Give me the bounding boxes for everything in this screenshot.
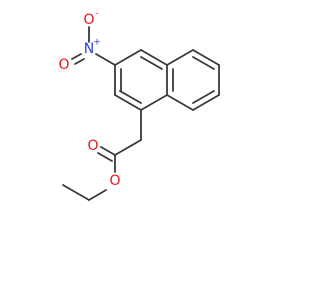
bond-c3-c4 bbox=[114, 49, 142, 66]
bond-c5-c6 bbox=[192, 49, 220, 66]
nitro-oxygen-top-label: O bbox=[83, 12, 94, 28]
bond-c5-c6-double bbox=[192, 56, 215, 70]
bond-c1-c2 bbox=[114, 94, 142, 111]
bond-carbonyl-o-double bbox=[97, 152, 113, 162]
bond-c7-c8 bbox=[192, 94, 220, 111]
ester-oxygen-label: O bbox=[109, 173, 120, 189]
bond-c4a-c5 bbox=[166, 49, 194, 66]
nitro-oxygen-left-label: O bbox=[58, 57, 69, 73]
bond-c3-n bbox=[95, 53, 116, 66]
bond-n-o-left bbox=[71, 53, 82, 60]
bond-c8a-c1 bbox=[140, 94, 168, 111]
structure-canvas: N + O - O O O bbox=[58, 8, 220, 201]
bond-carbonyl-o bbox=[100, 146, 116, 156]
bond-ester-o-ch2 bbox=[88, 189, 107, 201]
bond-ch2-carbonyl bbox=[114, 139, 142, 156]
nitro-oxygen-top-charge: - bbox=[95, 9, 98, 19]
bond-c4-c4a-double bbox=[140, 56, 163, 70]
bond-c7-c8-double bbox=[192, 90, 215, 104]
molecule-diagram: N + O - O O O bbox=[58, 9, 220, 201]
bond-n-o-left-double bbox=[74, 58, 85, 65]
carbonyl-oxygen-label: O bbox=[87, 138, 98, 154]
bond-c4-c4a bbox=[140, 49, 168, 66]
nitrogen-atom-label: N bbox=[84, 41, 94, 57]
bond-ethyl bbox=[62, 184, 90, 201]
nitrogen-charge-label: + bbox=[93, 38, 101, 48]
bond-c8-c8a bbox=[166, 94, 194, 111]
bond-c1-c2-double bbox=[119, 90, 142, 104]
